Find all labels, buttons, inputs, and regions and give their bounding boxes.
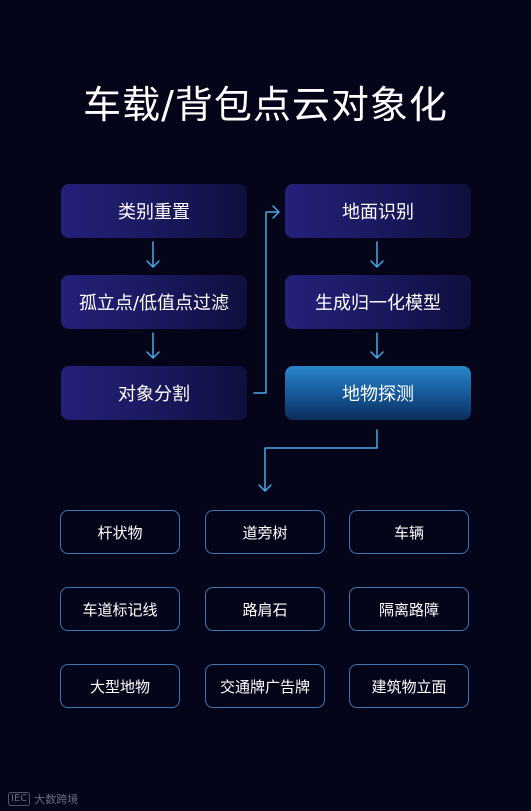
connector-line — [264, 429, 378, 491]
category-pole: 杆状物 — [60, 510, 180, 554]
category-label: 杆状物 — [97, 523, 143, 542]
step-ground-recognition: 地面识别 — [285, 184, 471, 238]
chevron-down-icon — [370, 351, 384, 359]
category-lane-marking: 车道标记线 — [60, 587, 180, 631]
category-vehicle: 车辆 — [349, 510, 469, 554]
category-label: 建筑物立面 — [371, 677, 447, 696]
chevron-down-icon — [146, 351, 160, 359]
step-feature-detection: 地物探测 — [285, 366, 471, 420]
step-label: 类别重置 — [118, 202, 190, 223]
category-traffic-sign: 交通牌广告牌 — [205, 664, 325, 708]
connector-line — [253, 211, 279, 394]
step-label: 地物探测 — [342, 384, 414, 405]
category-label: 隔离路障 — [378, 600, 439, 619]
category-roadside-tree: 道旁树 — [205, 510, 325, 554]
step-category-reset: 类别重置 — [61, 184, 247, 238]
category-label: 车道标记线 — [82, 600, 158, 619]
chevron-down-icon — [370, 260, 384, 268]
category-label: 交通牌广告牌 — [219, 677, 310, 696]
step-outlier-filter: 孤立点/低值点过滤 — [61, 275, 247, 329]
category-barrier: 隔离路障 — [349, 587, 469, 631]
step-label: 生成归一化模型 — [315, 293, 441, 314]
category-label: 道旁树 — [242, 523, 288, 542]
step-normalized-model: 生成归一化模型 — [285, 275, 471, 329]
step-object-segmentation: 对象分割 — [61, 366, 247, 420]
watermark-logo: IEC — [8, 792, 31, 806]
chevron-down-icon — [146, 260, 160, 268]
chevron-right-icon — [272, 205, 280, 219]
category-label: 大型地物 — [89, 677, 150, 696]
watermark-text: 大数跨境 — [34, 793, 79, 806]
category-label: 车辆 — [393, 523, 424, 542]
step-label: 对象分割 — [118, 384, 190, 405]
page-title: 车载/背包点云对象化 — [83, 83, 448, 127]
watermark: IEC 大数跨境 — [8, 791, 78, 807]
category-label: 路肩石 — [242, 600, 288, 619]
step-label: 地面识别 — [342, 202, 414, 223]
chevron-down-icon — [258, 484, 272, 492]
category-building-facade: 建筑物立面 — [349, 664, 469, 708]
category-curb: 路肩石 — [205, 587, 325, 631]
step-label: 孤立点/低值点过滤 — [78, 293, 230, 314]
category-large-feature: 大型地物 — [60, 664, 180, 708]
